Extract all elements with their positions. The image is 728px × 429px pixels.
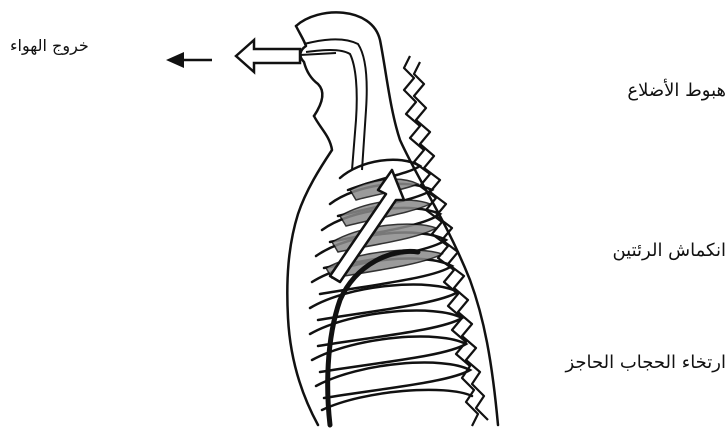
diaphragm-relax-label: ارتخاء الحجاب الحاجز [565, 352, 726, 373]
air-out-label: خروج الهواء [10, 36, 89, 55]
air-out-arrow-icon [236, 40, 300, 72]
rib [310, 285, 458, 320]
rib [312, 337, 466, 372]
air-flow-arrow-icon [166, 52, 212, 68]
lungs-contract-label: انكماش الرئتين [612, 240, 726, 261]
rib [322, 390, 472, 410]
airway [300, 39, 367, 170]
ribs-descend-label: هبوط الأضلاع [627, 80, 726, 101]
